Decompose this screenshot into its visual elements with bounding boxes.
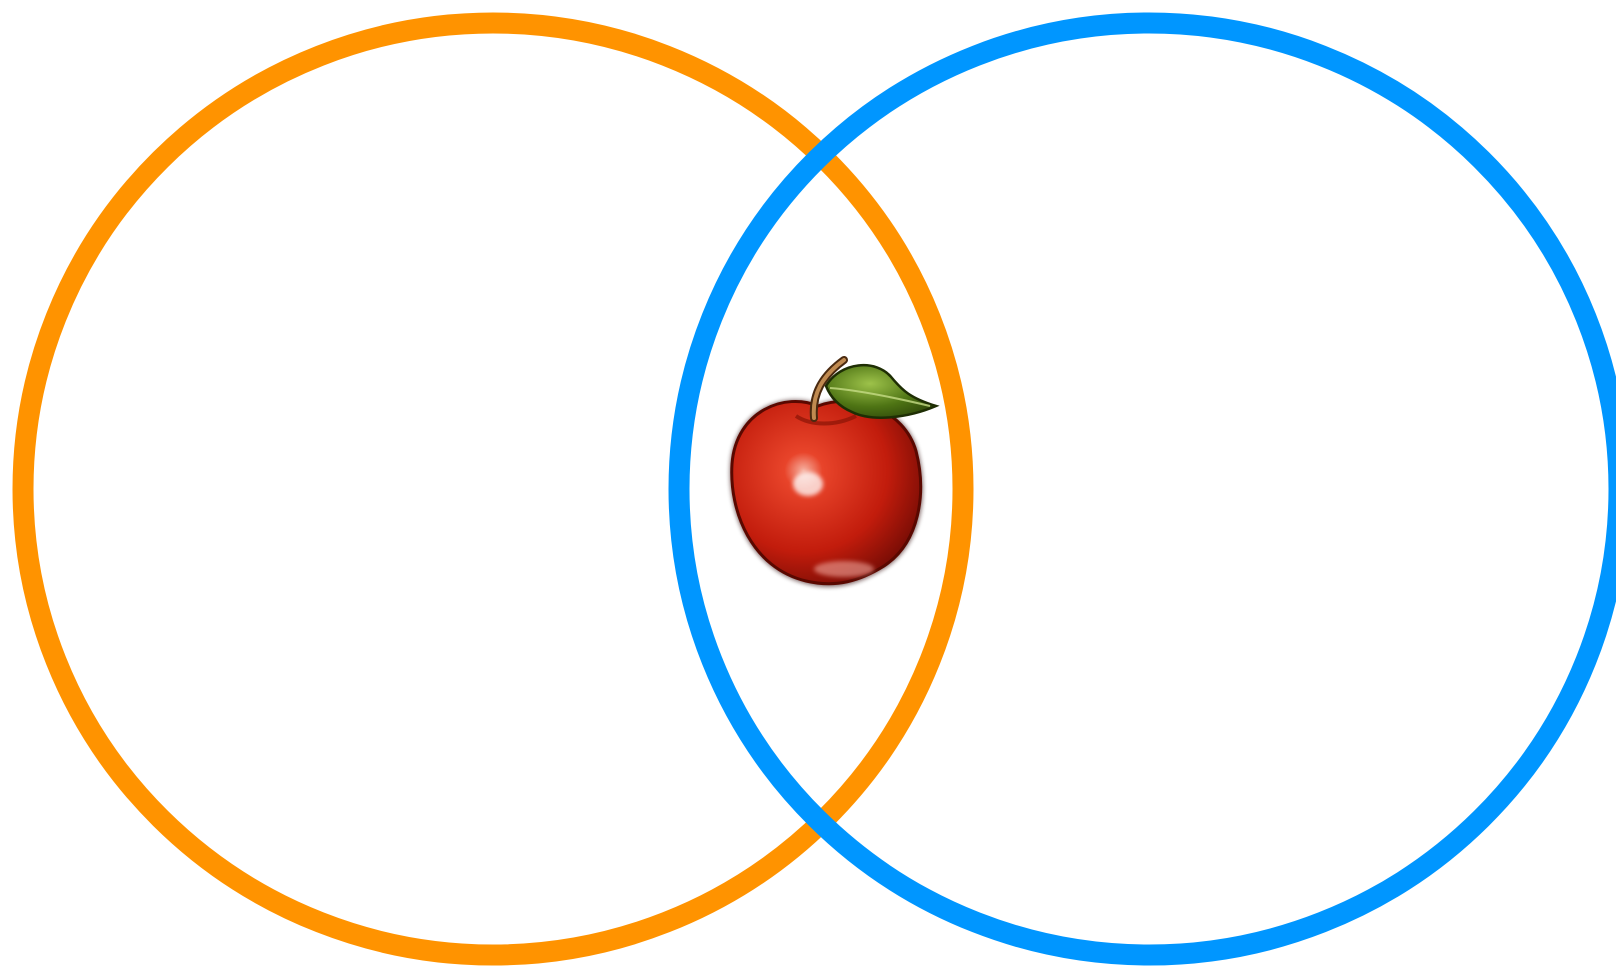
apple-icon xyxy=(730,360,936,587)
